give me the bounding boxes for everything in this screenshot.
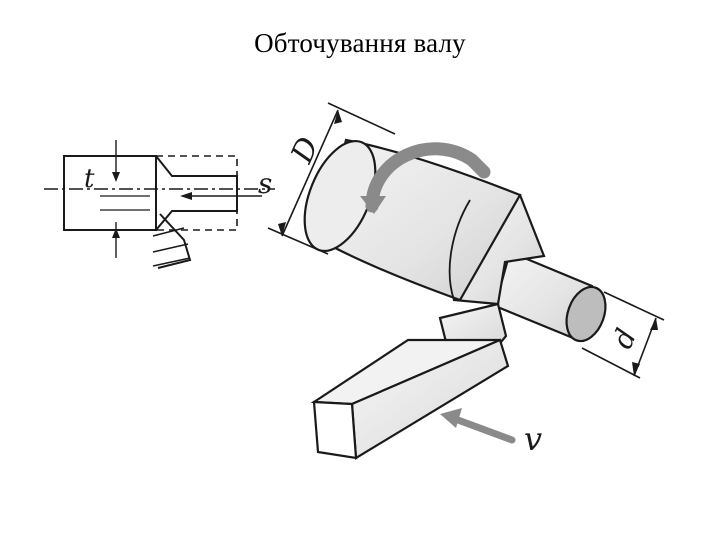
tool-tip-outline bbox=[157, 213, 192, 269]
D-ext-top bbox=[327, 102, 396, 135]
t-arrow-down bbox=[112, 172, 120, 182]
tool-line-2 bbox=[152, 243, 189, 253]
d-ext-bottom bbox=[581, 347, 641, 379]
feed-arrow-head bbox=[180, 192, 192, 200]
cylinder-edge bbox=[448, 199, 471, 301]
D-dim-line bbox=[281, 109, 339, 237]
rotation-arrowhead-icon bbox=[360, 196, 386, 214]
tool-shank-end bbox=[312, 400, 358, 460]
small-cylinder-end bbox=[565, 285, 607, 343]
label-v: v bbox=[524, 420, 542, 458]
d-arrow-bottom bbox=[632, 362, 640, 376]
tool-line-1 bbox=[152, 227, 185, 237]
cutting-tool bbox=[310, 302, 510, 460]
slide-title: Обточування валу bbox=[254, 28, 466, 58]
label-d: d bbox=[606, 324, 643, 354]
schematic-detail bbox=[44, 140, 275, 269]
label-t: t bbox=[84, 164, 95, 194]
label-s: s bbox=[258, 167, 272, 200]
tool-line-3 bbox=[152, 257, 191, 267]
t-arrow-up bbox=[112, 228, 120, 238]
d-arrow-top bbox=[650, 318, 658, 330]
shaft-3d bbox=[303, 138, 607, 343]
d-ext-top bbox=[603, 291, 665, 321]
rotation-arrow-icon bbox=[365, 142, 491, 213]
label-D: D bbox=[284, 132, 326, 169]
removed-stock bbox=[155, 155, 238, 231]
cutting-speed-arrowhead-icon bbox=[440, 408, 462, 428]
D-dimension bbox=[267, 102, 396, 255]
D-ext-bottom bbox=[267, 227, 329, 255]
D-arrow-top bbox=[334, 110, 342, 124]
d-dimension bbox=[581, 291, 665, 379]
step-profile bbox=[155, 155, 238, 231]
D-arrow-bottom bbox=[278, 222, 286, 236]
workpiece-block bbox=[63, 155, 157, 231]
cutting-speed-arrow-icon bbox=[454, 416, 516, 444]
